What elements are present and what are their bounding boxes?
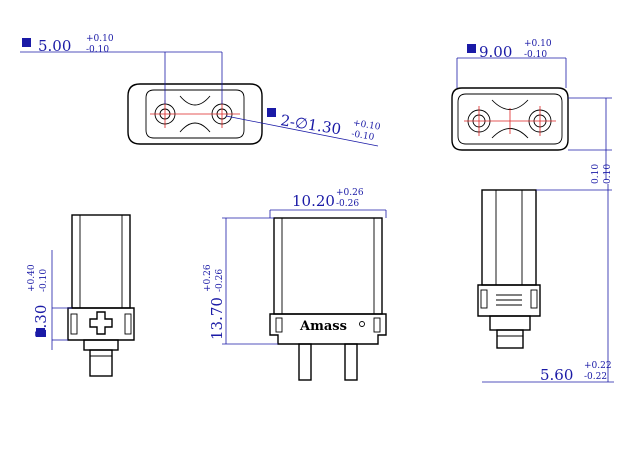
top-view-left bbox=[20, 51, 379, 147]
dim-marker-square bbox=[22, 38, 31, 47]
dim-width-right-upper: +0.10 bbox=[524, 39, 552, 49]
dim-height-right-upper: 0.10 bbox=[591, 164, 601, 184]
dim-hole-diameter: 2-∅1.30 bbox=[279, 111, 342, 138]
side-view-right bbox=[477, 184, 614, 383]
dim-hole-lower: -0.10 bbox=[350, 129, 375, 143]
dim-width-top: 5.00 bbox=[38, 37, 71, 55]
dim-pin-offset: 2.30 bbox=[32, 305, 50, 338]
dim-pin-length: 5.60 bbox=[540, 366, 573, 384]
dim-body-width-upper: +0.26 bbox=[336, 188, 364, 198]
dim-marker-square bbox=[467, 44, 476, 53]
dim-width-top-upper: +0.10 bbox=[86, 34, 114, 44]
front-view bbox=[222, 209, 387, 381]
dim-pin-length-lower: -0.22 bbox=[584, 372, 607, 382]
dim-height-right-lower: 0.10 bbox=[603, 164, 613, 184]
brand-logo: Amass bbox=[299, 319, 347, 334]
dim-hole-upper: +0.10 bbox=[352, 118, 381, 132]
dim-marker-square bbox=[267, 108, 276, 117]
dim-body-height-upper: +0.26 bbox=[203, 264, 213, 292]
dim-body-height-lower: -0.26 bbox=[215, 269, 225, 292]
side-view-left bbox=[51, 214, 135, 377]
dim-width-top-lower: -0.10 bbox=[86, 45, 109, 55]
dim-pin-offset-upper: +0.40 bbox=[27, 264, 37, 292]
dim-pin-offset-lower: -0.10 bbox=[39, 269, 49, 292]
dim-width-right: 9.00 bbox=[479, 43, 512, 61]
dim-body-height: 13.70 bbox=[208, 297, 226, 340]
dim-pin-length-upper: +0.22 bbox=[584, 361, 612, 371]
dim-width-right-lower: -0.10 bbox=[524, 50, 547, 60]
top-view-right bbox=[451, 57, 612, 180]
dim-body-width-lower: -0.26 bbox=[336, 199, 359, 209]
dim-marker-square bbox=[36, 328, 45, 337]
dim-body-width: 10.20 bbox=[292, 192, 335, 210]
